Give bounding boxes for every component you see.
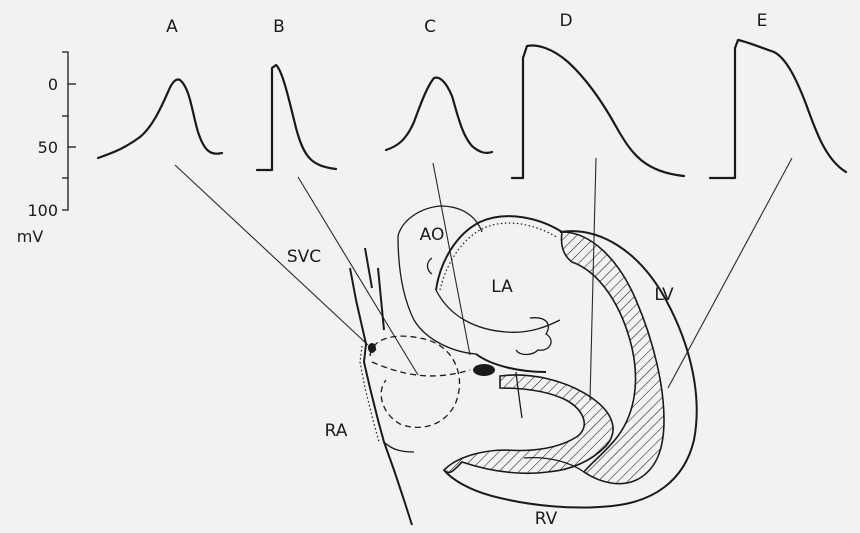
waveform-label-a: A bbox=[166, 17, 178, 37]
scale-tick-label-100: 100 bbox=[27, 201, 58, 220]
leader-line-a bbox=[175, 165, 368, 345]
label-rv: RV bbox=[535, 509, 558, 529]
label-ao: AO bbox=[420, 225, 445, 245]
label-lv: LV bbox=[654, 285, 674, 305]
svc-inner-wall bbox=[378, 268, 384, 330]
voltage-scale: 0 50 100 mV bbox=[17, 52, 76, 246]
waveform-d bbox=[512, 46, 684, 178]
aorta-left-wall bbox=[398, 236, 476, 354]
aorta-inner bbox=[428, 258, 433, 274]
ra-outer-wall bbox=[350, 268, 404, 500]
tricuspid-edge bbox=[384, 442, 414, 452]
waveform-label-d: D bbox=[559, 11, 572, 31]
waveform-label-e: E bbox=[757, 11, 768, 31]
scale-unit-label: mV bbox=[17, 227, 44, 246]
label-la: LA bbox=[491, 277, 513, 297]
leader-lines bbox=[175, 158, 792, 400]
heart-illustration bbox=[350, 206, 697, 525]
waveform-label-c: C bbox=[424, 17, 436, 37]
leader-line-d bbox=[590, 158, 596, 400]
mitral-valve bbox=[516, 318, 551, 355]
leader-line-e bbox=[668, 158, 792, 388]
svc-wall bbox=[365, 248, 372, 288]
ra-inner-wall bbox=[360, 346, 379, 442]
sa-node bbox=[368, 343, 376, 353]
rv-myocardium bbox=[444, 375, 613, 473]
label-svc: SVC bbox=[287, 247, 321, 267]
fossa-ovalis-outline bbox=[370, 336, 460, 427]
scale-axis-line bbox=[62, 52, 68, 210]
leader-line-c bbox=[433, 163, 470, 355]
ivc-wall bbox=[404, 500, 412, 525]
av-node bbox=[473, 364, 495, 376]
leader-line-b bbox=[298, 177, 418, 375]
waveform-e bbox=[710, 40, 846, 178]
label-ra: RA bbox=[325, 421, 348, 441]
waveform-a bbox=[98, 80, 222, 159]
scale-tick-label-0: 0 bbox=[48, 75, 58, 94]
scale-tick-label-50: 50 bbox=[38, 138, 58, 157]
waveform-c bbox=[386, 78, 492, 153]
waveform-label-b: B bbox=[273, 17, 285, 37]
waveform-b bbox=[257, 65, 336, 170]
